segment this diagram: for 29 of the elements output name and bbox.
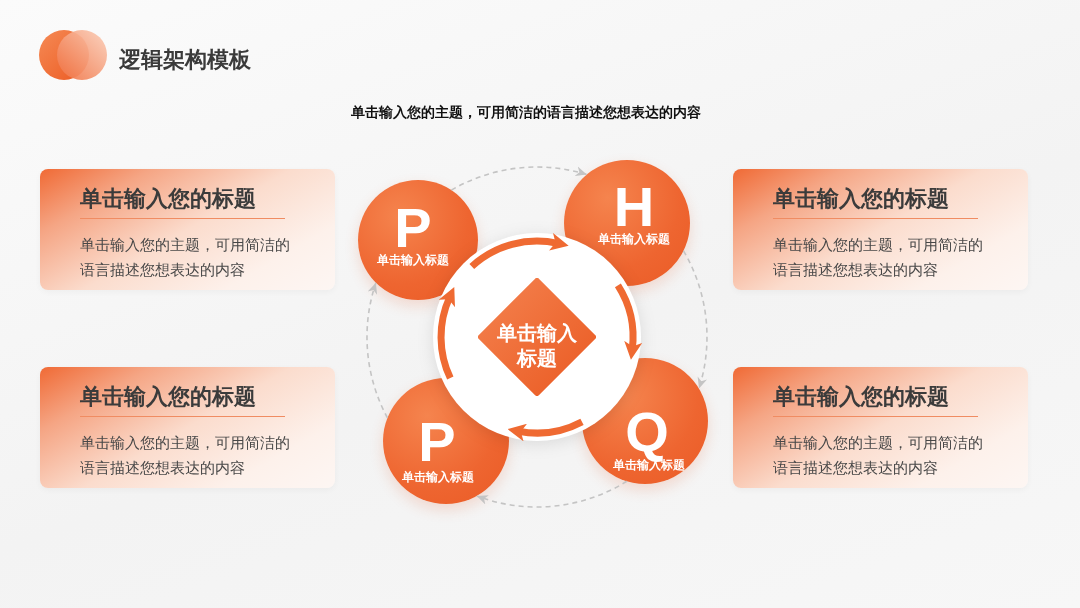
circle-caption: 单击输入标题 (402, 471, 474, 485)
circle-caption: 单击输入标题 (598, 233, 670, 247)
diamond-label: 单击输入标题 (496, 321, 578, 371)
card-heading: 单击输入您的标题 (80, 186, 256, 212)
card-heading: 单击输入您的标题 (80, 384, 256, 410)
curved-arrow (469, 233, 569, 270)
dashed-curved-arrow (476, 480, 628, 508)
curved-arrow (614, 283, 642, 360)
card-text: 单击输入您的主题，可用简洁的语言描述您想表达的内容 (80, 433, 291, 478)
dashed-curved-arrow (682, 250, 708, 390)
dashed-curved-arrow (366, 281, 389, 419)
card-text: 单击输入您的主题，可用简洁的语言描述您想表达的内容 (773, 235, 984, 280)
circle-caption: 单击输入标题 (377, 254, 449, 268)
card-heading: 单击输入您的标题 (773, 384, 949, 410)
circle-letter: P (418, 416, 456, 468)
circle-letter: H (613, 181, 655, 233)
slide-title: 逻辑架构模板 (119, 47, 251, 74)
card-text: 单击输入您的主题，可用简洁的语言描述您想表达的内容 (80, 235, 291, 280)
subtitle-text: 单击输入您的主题，可用简洁的语言描述您想表达的内容 (351, 105, 701, 122)
info-card (733, 367, 1028, 488)
dashed-curved-arrow (450, 166, 588, 191)
card-heading: 单击输入您的标题 (773, 186, 949, 212)
card-text: 单击输入您的主题，可用简洁的语言描述您想表达的内容 (773, 433, 984, 478)
curved-arrow (507, 418, 584, 442)
circle-letter: P (394, 202, 432, 254)
info-card (40, 169, 335, 290)
info-card (40, 367, 335, 488)
info-card (733, 169, 1028, 290)
curved-arrow (437, 286, 456, 380)
